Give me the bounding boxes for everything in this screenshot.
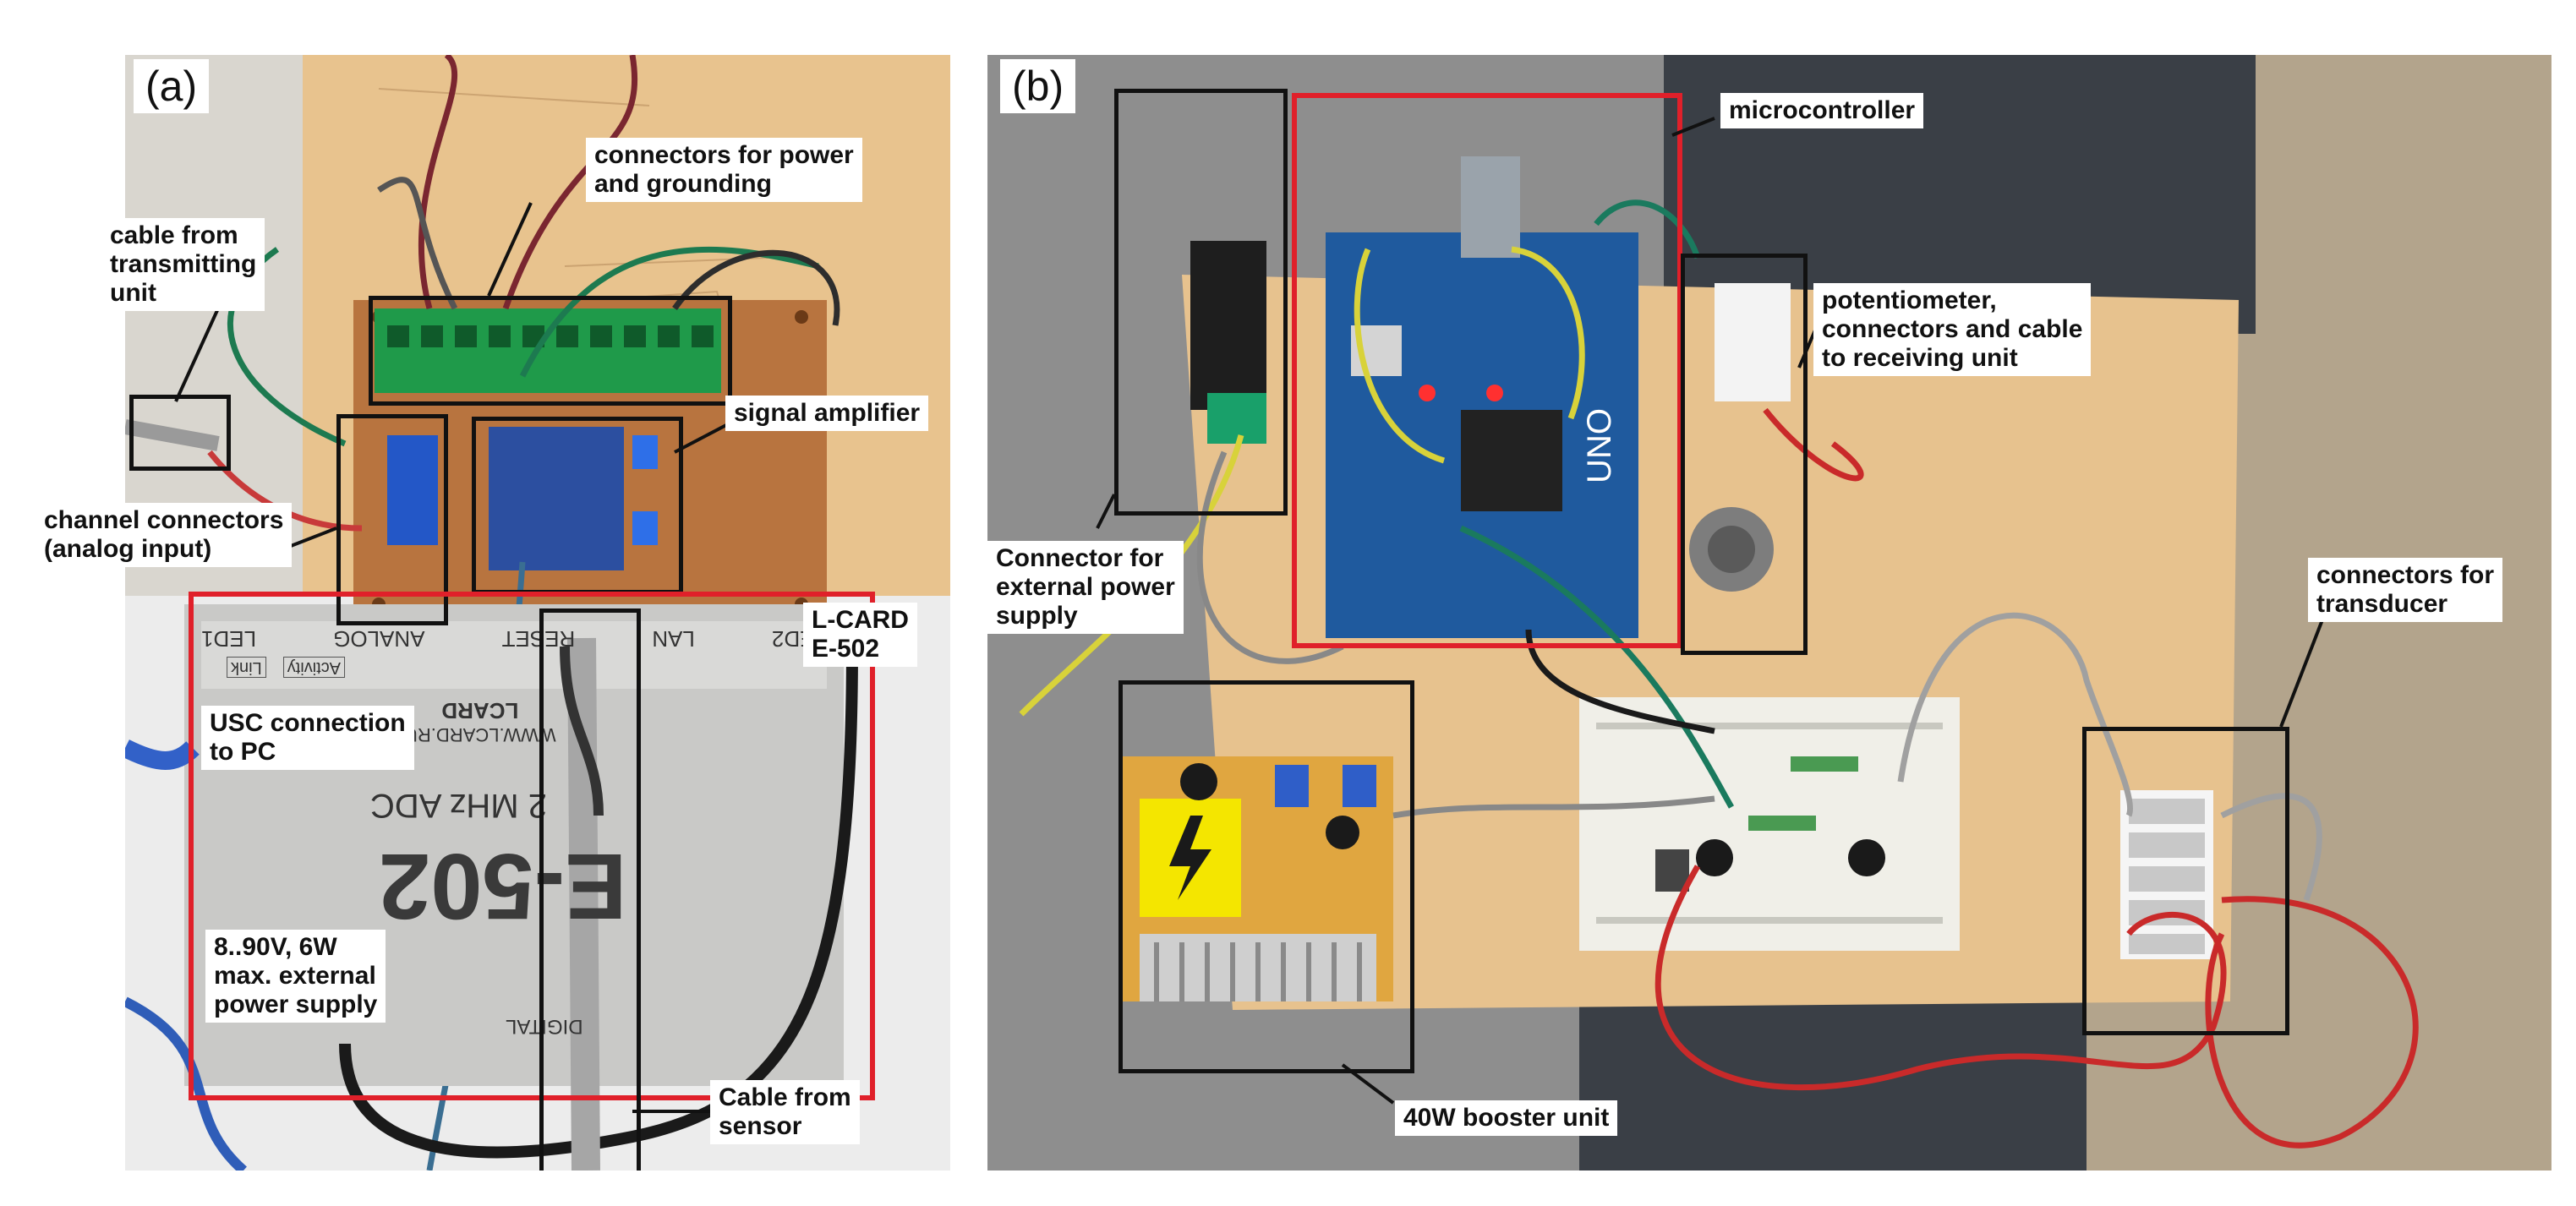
highlight-box-microcontroller xyxy=(1292,93,1682,648)
label-transducer-connectors: connectors for transducer xyxy=(2308,558,2503,622)
label-microcontroller: microcontroller xyxy=(1720,93,1924,128)
label-power-grounding: connectors for power and grounding xyxy=(586,138,862,202)
highlight-box-channel-connectors xyxy=(336,414,448,625)
label-potentiometer: potentiometer, connectors and cable to r… xyxy=(1813,283,2092,376)
panel-b-scene xyxy=(987,55,2551,1171)
label-external-power-connector: Connector for external power supply xyxy=(987,541,1184,634)
power-terminal-block xyxy=(375,308,721,393)
channel-connector-block xyxy=(387,435,438,545)
amplifier-module xyxy=(489,427,624,570)
panel-b-tag: (b) xyxy=(1000,59,1076,113)
highlight-box-cable-transmitting xyxy=(129,395,231,471)
highlight-box-power-connectors xyxy=(369,296,732,406)
highlight-box-booster xyxy=(1118,680,1414,1073)
label-booster-unit: 40W booster unit xyxy=(1395,1100,1618,1136)
label-cable-transmitting: cable from transmitting unit xyxy=(101,218,265,311)
highlight-box-sensor-cable xyxy=(539,608,641,1171)
highlight-box-potentiometer xyxy=(1681,254,1808,655)
label-cable-from-sensor: Cable from sensor xyxy=(710,1080,860,1144)
label-power-supply-spec: 8..90V, 6W max. external power supply xyxy=(205,930,386,1023)
highlight-box-lcard xyxy=(189,592,875,1100)
highlight-box-dc-connector xyxy=(1114,89,1288,516)
label-channel-connectors: channel connectors (analog input) xyxy=(36,503,293,567)
label-lcard: L-CARD E-502 xyxy=(803,603,917,667)
panel-a-tag: (a) xyxy=(134,59,210,113)
label-usc-connection: USC connection to PC xyxy=(201,706,414,770)
highlight-box-transducer xyxy=(2082,727,2289,1035)
label-signal-amplifier: signal amplifier xyxy=(725,396,929,431)
panel-b-photo: UNO xyxy=(987,55,2551,1171)
